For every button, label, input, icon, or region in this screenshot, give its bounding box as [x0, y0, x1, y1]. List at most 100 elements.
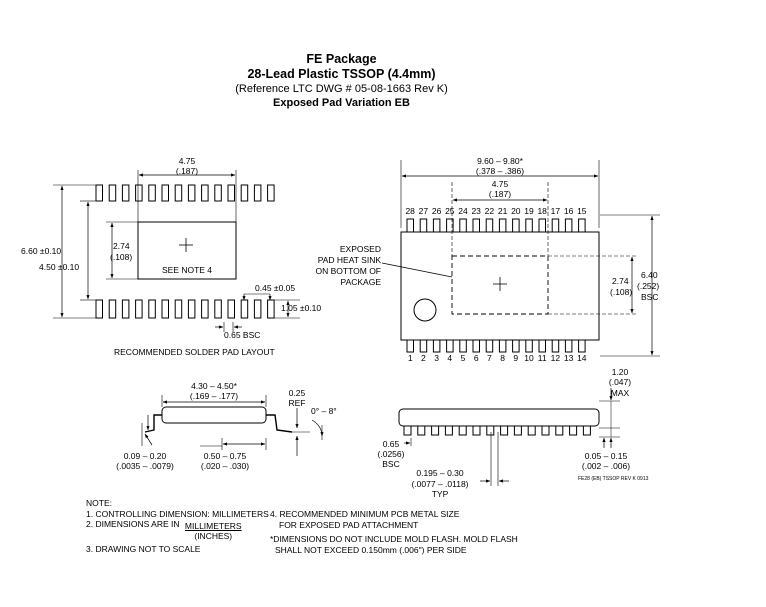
pin-number: 9	[513, 353, 518, 363]
solder-pad	[148, 184, 156, 202]
pad-width-in: (.187)	[176, 166, 198, 176]
bottom-solder-pads	[95, 299, 275, 319]
thermal-pad-in: (.108)	[110, 252, 132, 262]
pin-number: 16	[564, 206, 574, 216]
exposed-pad-width-mm: 4.75	[492, 179, 509, 189]
solder-pad	[174, 184, 183, 202]
pin-number: 24	[458, 206, 468, 216]
standoff-in: (.002 – .006)	[582, 461, 630, 471]
package-subtitle: 28-Lead Plastic TSSOP (4.4mm)	[247, 67, 436, 81]
standoff-mm: 0.05 – 0.15	[585, 451, 628, 461]
lead	[538, 339, 546, 353]
solder-pad	[95, 184, 103, 202]
pin-number: 27	[419, 206, 429, 216]
pin-number: 21	[498, 206, 508, 216]
lead	[406, 339, 414, 353]
lead-angle: 0° – 8°	[311, 406, 337, 416]
pin-number: 23	[471, 206, 481, 216]
thermal-pad-mm: 2.74	[113, 241, 130, 251]
exposed-label-3: ON BOTTOM OF	[316, 266, 381, 276]
lead	[498, 218, 507, 233]
pin-number: 4	[447, 353, 452, 363]
solder-pad	[227, 299, 235, 319]
top-solder-pads	[95, 184, 275, 202]
lead	[419, 218, 428, 233]
solder-pad	[121, 299, 130, 319]
lead	[432, 218, 441, 233]
length-mm: 9.60 – 9.80*	[477, 156, 524, 166]
lead	[525, 339, 533, 353]
lead	[419, 339, 428, 353]
package-body	[400, 231, 600, 341]
foot-length-in: (.020 – .030)	[201, 461, 249, 471]
lead	[512, 339, 520, 353]
lead	[551, 218, 560, 233]
pin-number: 14	[577, 353, 587, 363]
lead-width-mm: 0.195 – 0.30	[416, 468, 464, 478]
lead-thickness-mm: 0.09 – 0.20	[124, 451, 167, 461]
pin-number: 3	[434, 353, 439, 363]
width-in: (.252)	[637, 281, 659, 291]
front-pitch-in: (.0256)	[378, 449, 405, 459]
pin-number: 11	[538, 353, 547, 363]
solder-pad	[227, 184, 235, 202]
package-title: FE Package	[306, 52, 377, 66]
note-3: 3. DRAWING NOT TO SCALE	[86, 544, 201, 554]
left-lead	[144, 414, 162, 433]
body-width-in: (.169 – .177)	[190, 391, 238, 401]
pin-number: 2	[421, 353, 426, 363]
side-body	[161, 406, 267, 424]
pad-variation: Exposed Pad Variation EB	[273, 97, 410, 109]
solder-layout-caption: RECOMMENDED SOLDER PAD LAYOUT	[114, 347, 275, 357]
exposed-label-4: PACKAGE	[341, 277, 382, 287]
lead	[551, 339, 560, 353]
exposed-label-2: PAD HEAT SINK	[318, 255, 382, 265]
package-front-view	[398, 388, 620, 486]
note-2-prefix: 2. DIMENSIONS ARE IN	[86, 519, 180, 529]
lead	[406, 218, 414, 233]
note-4b: FOR EXPOSED PAD ATTACHMENT	[279, 519, 419, 530]
pin-number: 25	[445, 206, 455, 216]
solder-pad	[187, 184, 196, 202]
front-view-texts: 1.20 (.047) MAX 0.65 (.0256) BSC 0.195 –…	[378, 367, 649, 499]
exposed-pad-leader	[381, 262, 453, 278]
notes-right: 4. RECOMMENDED MINIMUM PCB METAL SIZE FO…	[270, 509, 518, 555]
note-2: 2. DIMENSIONS ARE IN MILLIMETERS (INCHES…	[86, 519, 269, 541]
note-1: 1. CONTROLLING DIMENSION: MILLIMETERS	[86, 508, 269, 519]
height-in: (.047)	[609, 377, 631, 387]
side-view-texts: 4.30 – 4.50* (.169 – .177) 0.25 REF 0° –…	[116, 381, 337, 471]
lead	[485, 339, 494, 353]
note-2-in: (INCHES)	[194, 530, 233, 541]
exposed-pad-width-in: (.187)	[489, 189, 511, 199]
pin-number: 5	[461, 353, 466, 363]
pad-width-mm: 4.75	[179, 156, 196, 166]
solder-pad	[201, 184, 209, 202]
height-max: MAX	[611, 388, 630, 398]
lead	[578, 218, 586, 233]
pin1-indicator	[413, 298, 437, 322]
solder-pad	[214, 184, 222, 202]
notes-left: NOTE: 1. CONTROLLING DIMENSION: MILLIMET…	[86, 498, 269, 555]
front-pitch-bsc: BSC	[382, 459, 399, 469]
drawing-number: FE28 (EB) TSSOP REV K 0913	[578, 476, 649, 482]
pin-number: 18	[537, 206, 547, 216]
pad-length-dim: 1.05 ±0.10	[281, 303, 321, 313]
notes-heading: NOTE:	[86, 498, 112, 508]
pin-number: 10	[524, 353, 534, 363]
solder-pad	[161, 299, 169, 319]
lead	[472, 339, 480, 353]
width-bsc: BSC	[641, 292, 658, 302]
solder-pad	[135, 184, 143, 202]
solder-pad-layout	[53, 170, 300, 332]
exposed-pad-outline	[451, 255, 549, 315]
solder-pad	[267, 184, 275, 202]
package-top-view	[381, 160, 660, 357]
note-5a: *DIMENSIONS DO NOT INCLUDE MOLD FLASH. M…	[270, 534, 518, 544]
lead	[564, 339, 573, 353]
solder-pad	[201, 299, 209, 319]
exposed-label-1: EXPOSED	[340, 244, 381, 254]
lead	[578, 339, 586, 353]
